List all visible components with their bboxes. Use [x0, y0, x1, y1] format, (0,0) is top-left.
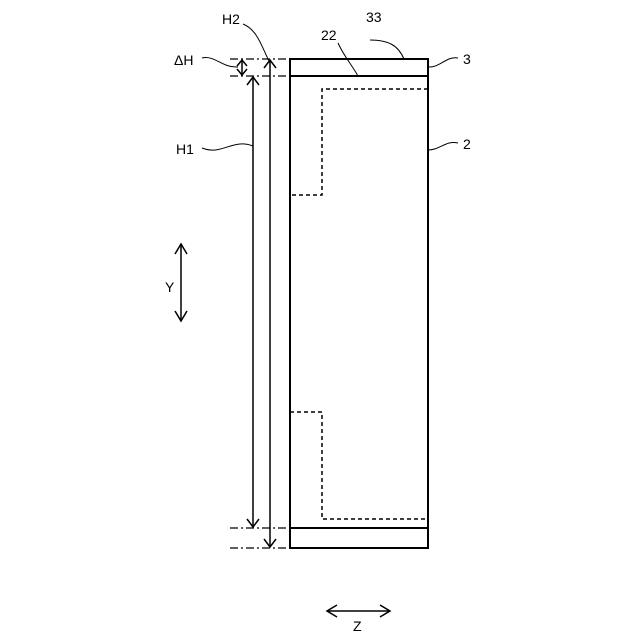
- label-h1: H1: [176, 141, 194, 157]
- h1-leader: [202, 144, 253, 150]
- internal-outline-top: [290, 89, 428, 195]
- label-delta-h: ΔH: [174, 52, 193, 68]
- z-axis-arrow: [327, 605, 390, 617]
- h2-dimension-arrow: [264, 60, 276, 547]
- label-3: 3: [463, 51, 471, 67]
- leader-33: [370, 40, 404, 59]
- leader-3: [428, 58, 458, 67]
- label-33: 33: [366, 9, 382, 25]
- leader-2: [428, 142, 458, 150]
- internal-outline-bottom: [290, 412, 428, 519]
- label-y-axis: Y: [165, 279, 175, 295]
- body-outline: [290, 59, 428, 548]
- y-axis-arrow: [175, 244, 187, 321]
- h2-leader: [243, 24, 270, 63]
- dh-dimension-arrow: [237, 60, 247, 75]
- label-h2: H2: [222, 11, 240, 27]
- label-2: 2: [463, 136, 471, 152]
- label-z-axis: Z: [353, 618, 362, 634]
- label-22: 22: [321, 27, 337, 43]
